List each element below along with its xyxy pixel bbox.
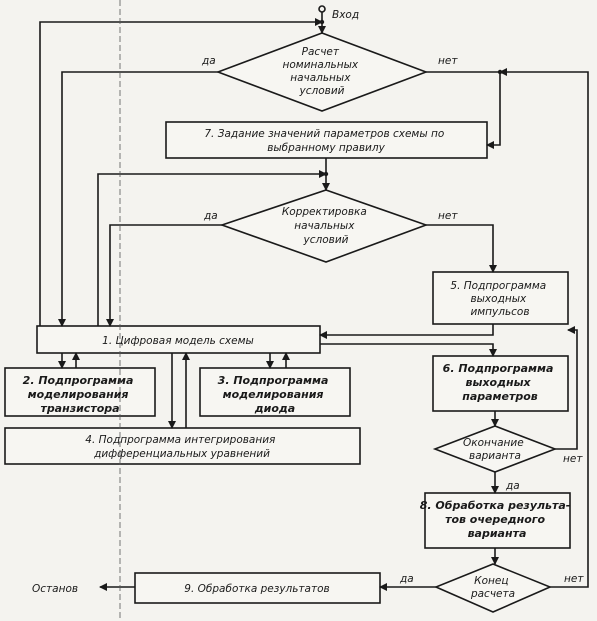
block-8-line: варианта [468,527,527,540]
arrow-variant-no [555,326,578,450]
decision-initial-line: Расчет [302,46,340,58]
block-6-line: 6. Подпрограмма [443,362,554,375]
decision-initial-line: номинальных [283,59,359,71]
block-5-line: импульсов [470,306,529,318]
block-9-final-results [134,572,381,604]
decision-correction-text: Корректировка начальных условий [282,206,370,246]
block-7-line: 7. Задание значений параметров схемы по [204,128,444,140]
block-6-line: параметров [462,390,538,403]
decision-correction-line: Корректировка [282,206,367,218]
decision-correction-line: начальных [294,220,355,232]
arrow-block1-to-block6 [320,343,497,357]
block-3-diode [199,367,351,417]
decision-calc-line: расчета [470,588,515,600]
decision-calc-text: Конец расчета [470,575,515,600]
label-no-1: нет [438,55,458,67]
arrow-correction-no [426,224,497,273]
block-2-text: 2. Подпрограмма моделирования транзистор… [23,374,138,415]
arrow-calc-no [499,68,589,588]
decision-variant-line: варианта [469,450,521,462]
decision-calc-end [433,563,553,613]
block-8-line: 8. Обработка результа- [420,499,571,512]
arrow-block5-to-block1 [319,324,494,339]
block-4-text: 4. Подпрограмма интегрирования дифференц… [85,434,278,460]
entry-label: Вход [332,9,359,21]
block-3-text: 3. Подпрограмма моделирования диода [218,374,333,415]
block-8-line: тов очередного [445,513,545,526]
arrow-initial-yes [58,71,218,327]
block-1-text: 1. Цифровая модель схемы [102,335,254,347]
label-no-3: нет [563,453,583,465]
label-no-4: нет [564,573,584,585]
block-5-line: выходных [470,293,527,305]
decision-variant-text: Окончание варианта [463,437,527,462]
label-yes-4: да [399,573,414,585]
decision-correction-line: условий [303,234,349,246]
arrow-block1-loop [97,170,327,326]
block-8-variant-results [424,492,571,549]
block-7-line: выбранному правилу [267,142,385,154]
decision-correction [219,189,429,263]
label-no-2: нет [438,210,458,222]
block-4-line: дифференциальных уравнений [93,448,270,460]
block-1-digital-model [36,325,321,354]
block-5-line: 5. Подпрограмма [450,280,546,292]
arrow-initial-no [426,71,501,149]
block-4-line: 4. Подпрограмма интегрирования [85,434,275,446]
block-5-text: 5. Подпрограмма выходных импульсов [450,280,549,318]
block-2-line: моделирования [28,388,129,401]
label-yes-3: да [505,480,520,492]
decision-calc-line: Конец [474,575,508,587]
block-6-text: 6. Подпрограмма выходных параметров [443,362,558,403]
block-3-line: 3. Подпрограмма [218,374,329,387]
block-2-line: транзистора [40,402,119,415]
stop-label: Останов [32,583,78,595]
block-3-line: моделирования [223,388,324,401]
arrow-correction-yes [106,224,222,327]
decision-initial-conditions [215,32,429,112]
block-2-line: 2. Подпрограмма [23,374,134,387]
block-3-line: диода [254,402,295,415]
block-5-output-pulses [432,271,569,325]
block-8-text: 8. Обработка результа- тов очередного ва… [420,499,574,540]
decision-initial-text: Расчет номинальных начальных условий [283,46,362,97]
block-7-text: 7. Задание значений параметров схемы по … [204,128,447,154]
block-4-integration [4,427,361,465]
label-yes-1: да [201,55,216,67]
junction-dot [319,19,325,25]
decision-initial-line: условий [299,85,345,97]
block-6-output-parameters [432,355,569,412]
decision-initial-line: начальных [290,72,351,84]
block-2-transistor [4,367,156,417]
block-6-line: выходных [466,376,532,389]
label-yes-2: да [203,210,218,222]
block-9-text: 9. Обработка результатов [184,583,329,595]
decision-variant-line: Окончание [463,437,524,449]
entry-point [318,5,326,13]
decision-variant-end [432,425,558,473]
arrow-top-loop [39,18,323,326]
